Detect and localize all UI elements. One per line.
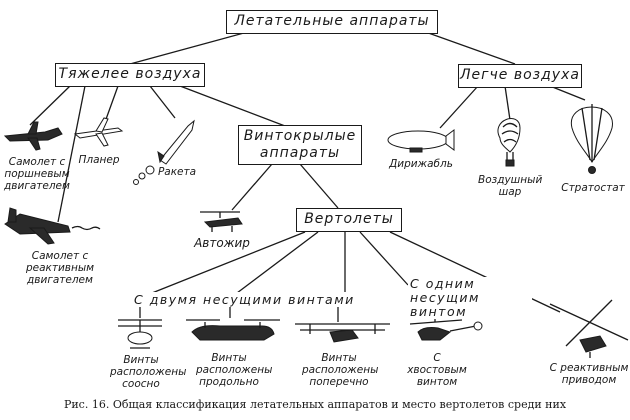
piston-plane-icon — [3, 121, 63, 151]
jet-drive-helicopter-icon — [549, 299, 629, 358]
tandem-label: Винты расположены продольно — [196, 352, 273, 388]
jet-plane-label: Самолет с реактивным двигателем — [25, 250, 95, 286]
autogyro-icon — [200, 211, 243, 232]
transverse-helicopter-icon — [295, 323, 390, 343]
helicopters-node: Вертолеты — [296, 208, 402, 232]
jet-drive-label: С реактивным приводом — [549, 362, 629, 386]
autogyro-label: Автожир — [194, 236, 250, 250]
rocket-icon — [133, 119, 195, 185]
stratostat-icon — [570, 104, 613, 174]
balloon-icon — [497, 118, 521, 167]
heavier-than-air-node: Тяжелее воздуха — [55, 63, 205, 87]
rocket-label: Ракета — [157, 166, 197, 178]
glider-label: Планер — [78, 154, 120, 166]
rotorcraft-node: Винтокрылые аппараты — [238, 125, 362, 165]
transverse-label: Винты расположены поперечно — [302, 352, 379, 388]
coaxial-helicopter-icon — [118, 319, 162, 349]
root-node: Летательные аппараты — [226, 10, 438, 34]
tail-rotor-label: С хвостовым винтом — [407, 352, 467, 388]
balloon-label: Воздушный шар — [478, 174, 543, 198]
tandem-helicopter-icon — [186, 319, 280, 341]
glider-icon — [73, 117, 124, 147]
piston-plane-label: Самолет с поршневым двигателем — [4, 156, 70, 192]
tail-rotor-helicopter-icon — [409, 319, 483, 341]
stratostat-label: Стратостат — [561, 182, 625, 194]
lighter-than-air-node: Легче воздуха — [458, 64, 582, 88]
figure-caption: Рис. 16. Общая классификация летательных… — [63, 398, 567, 411]
airship-label: Дирижабль — [389, 158, 453, 170]
jet-plane-icon — [4, 207, 101, 245]
one-rotor-group-label: С одним несущим винтом — [408, 277, 532, 319]
airship-icon — [387, 129, 455, 153]
coaxial-label: Винты расположены соосно — [110, 354, 187, 390]
two-rotors-group-label: С двумя несущими винтами — [132, 292, 357, 307]
